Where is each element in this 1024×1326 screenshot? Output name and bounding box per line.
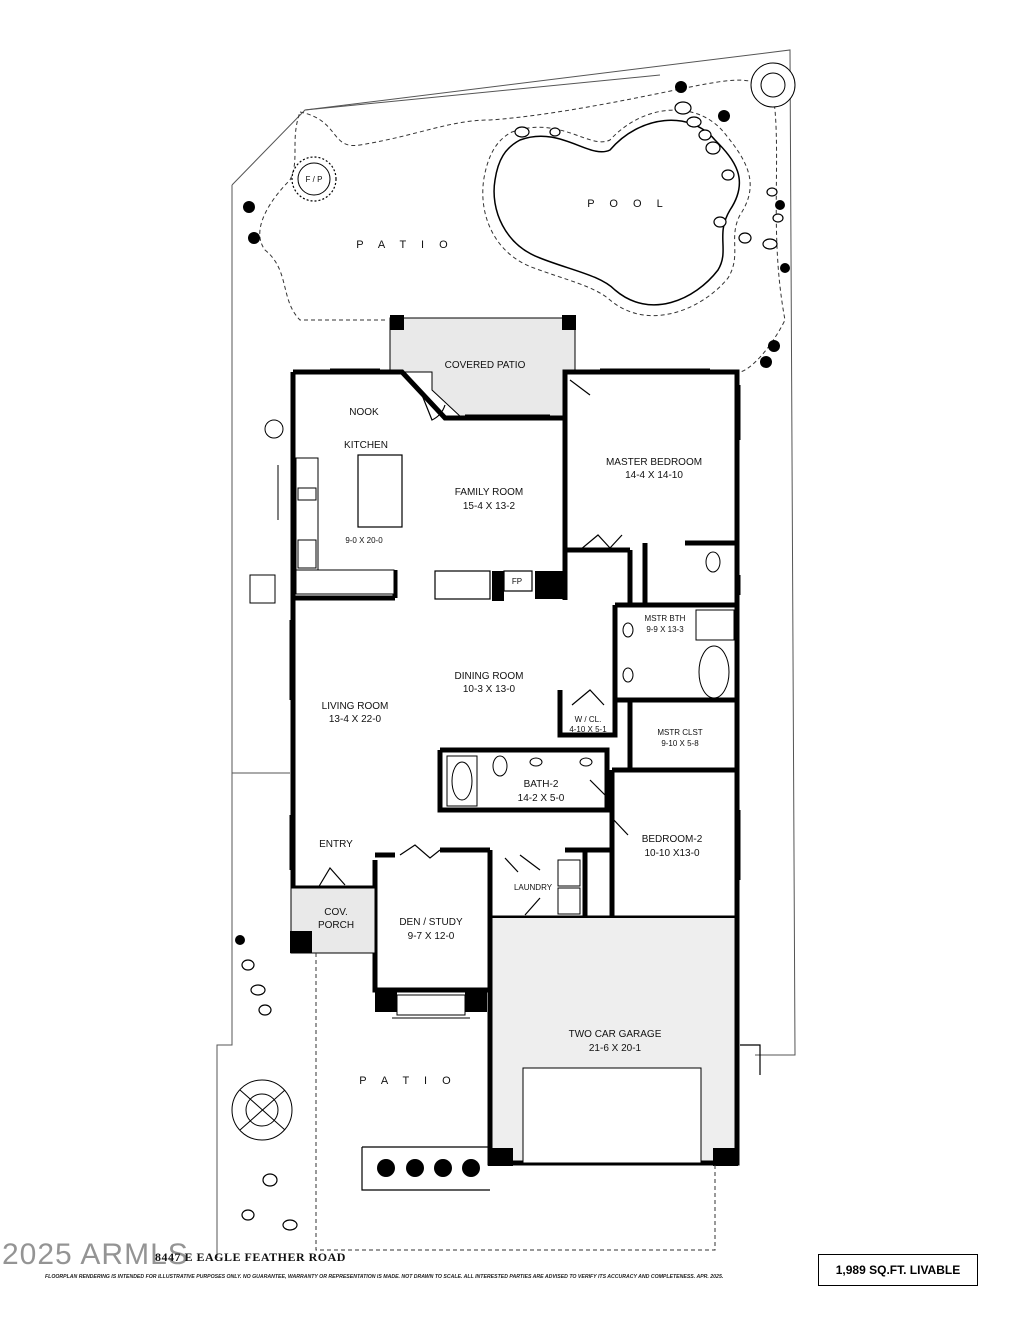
front-window-box	[396, 994, 466, 1016]
disclaimer-text: FLOORPLAN RENDERING IS INTENDED FOR ILLU…	[45, 1274, 724, 1280]
pool-rocks	[241, 101, 784, 1231]
bedroom2-dim: 10-10 X13-0	[644, 848, 699, 859]
bath2-dim: 14-2 X 5-0	[518, 793, 565, 804]
master-bedroom-label: MASTER BEDROOM	[606, 457, 702, 468]
dining-room-dim: 10-3 X 13-0	[463, 684, 516, 695]
family-room-dim: 15-4 X 13-2	[463, 501, 516, 512]
living-room-label: LIVING ROOM	[322, 701, 389, 712]
bedroom2-label: BEDROOM-2	[642, 834, 703, 845]
watermark: 2025 ARMLS	[2, 1238, 189, 1271]
back-patio-outline	[259, 79, 786, 373]
front-patio-label: P A T I O	[359, 1075, 456, 1087]
living-room-dim: 13-4 X 22-0	[329, 714, 382, 725]
covered-patio-label: COVERED PATIO	[445, 360, 526, 371]
nook-table	[264, 419, 284, 439]
master-bedroom-dim: 14-4 X 14-10	[625, 470, 683, 481]
garage-dim: 21-6 X 20-1	[589, 1043, 642, 1054]
walk-in-closet-label: W / CL.	[575, 715, 602, 724]
cov-porch-label-2: PORCH	[318, 920, 354, 931]
fireplace: FP	[434, 570, 565, 601]
garage-door	[522, 1067, 702, 1164]
plant-icon	[231, 62, 796, 1141]
ac-pad	[249, 574, 276, 604]
bath2-label: BATH-2	[524, 779, 559, 790]
front-yard	[315, 953, 716, 1251]
shrubs	[235, 81, 790, 1177]
mstr-bath-dim: 9-9 X 13-3	[646, 625, 684, 634]
fireplace-label: FP	[512, 577, 522, 586]
sqft-badge: 1,989 SQ.FT. LIVABLE	[818, 1254, 978, 1286]
fire-pit-label: F / P	[306, 175, 323, 184]
fire-pit: F / P	[291, 156, 337, 202]
den-dim: 9-7 X 12-0	[408, 931, 455, 942]
door-arcs	[317, 379, 629, 916]
kitchen-dim: 9-0 X 20-0	[345, 536, 383, 545]
windows	[277, 368, 741, 1019]
mstr-closet-label: MSTR CLST	[657, 728, 702, 737]
kitchen-fixtures	[295, 454, 403, 595]
property-address: 8447 E EAGLE FEATHER ROAD	[155, 1250, 346, 1264]
mstr-bath-label: MSTR BTH	[645, 614, 686, 623]
nook-label: NOOK	[349, 407, 379, 418]
pool	[493, 119, 741, 306]
back-patio-label: P A T I O	[356, 239, 453, 251]
entry-label: ENTRY	[319, 839, 353, 850]
pool-label: P O O L	[587, 198, 669, 210]
dining-room-label: DINING ROOM	[455, 671, 524, 682]
cov-porch-label-1: COV.	[324, 907, 348, 918]
garage-label: TWO CAR GARAGE	[569, 1029, 662, 1040]
laundry-label: LAUNDRY	[514, 883, 553, 892]
kitchen-label: KITCHEN	[344, 440, 388, 451]
walk-in-closet-dim: 4-10 X 5-1	[569, 725, 607, 734]
family-room-label: FAMILY ROOM	[455, 487, 524, 498]
mstr-closet-dim: 9-10 X 5-8	[661, 739, 699, 748]
lot-boundary	[216, 49, 796, 1258]
den-label: DEN / STUDY	[399, 917, 463, 928]
garage-side-door	[740, 1044, 761, 1075]
